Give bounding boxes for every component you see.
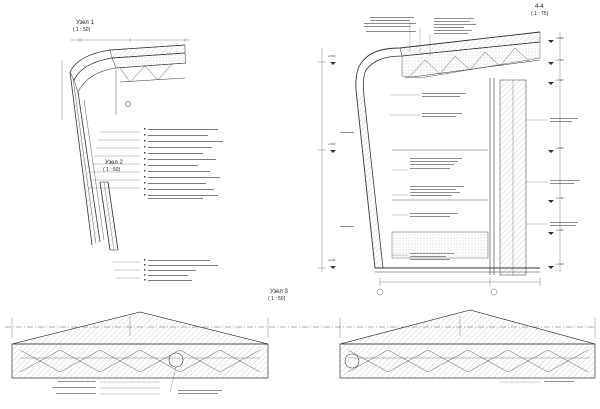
uzel-3-scale: ( 1 : 50) xyxy=(268,296,286,302)
section-4-4 xyxy=(318,22,561,296)
elevation-right-6: +2.000 xyxy=(556,229,564,232)
uzel-1-scale: ( 1 : 50) xyxy=(73,27,91,33)
elevation-right-5: +2.700 xyxy=(556,197,564,200)
section-scale: ( 1 : 75) xyxy=(531,11,549,17)
elevation-right-3: +6.900 xyxy=(556,79,564,82)
elevation-left-3: +0.000 xyxy=(328,259,336,262)
uzel-1-detail xyxy=(61,38,190,246)
elevation-right-7: +0.000 xyxy=(556,263,564,266)
uzel-2-scale: ( 1 : 50) xyxy=(103,167,121,173)
elevation-right-2: +7.900 xyxy=(556,59,564,62)
uzel-2-detail xyxy=(99,181,140,279)
uzel-1-title: Узел 1 xyxy=(76,20,94,26)
elevation-left-1: +8.500 xyxy=(328,55,336,58)
elevation-left-2: +6.000 xyxy=(328,143,336,146)
uzel-3-detail xyxy=(5,309,596,395)
uzel-2-notes xyxy=(144,259,218,281)
uzel-1-notes xyxy=(144,128,223,199)
section-title: 4-4 xyxy=(535,4,544,10)
uzel-3-notes xyxy=(52,381,574,394)
uzel-2-title: Узел 2 xyxy=(105,160,123,166)
elevation-right-1: +8.800 xyxy=(556,37,564,40)
elevation-right-4: +4.500 xyxy=(556,147,564,150)
section-notes xyxy=(340,17,580,260)
uzel-3-title: Узел 3 xyxy=(270,289,288,295)
